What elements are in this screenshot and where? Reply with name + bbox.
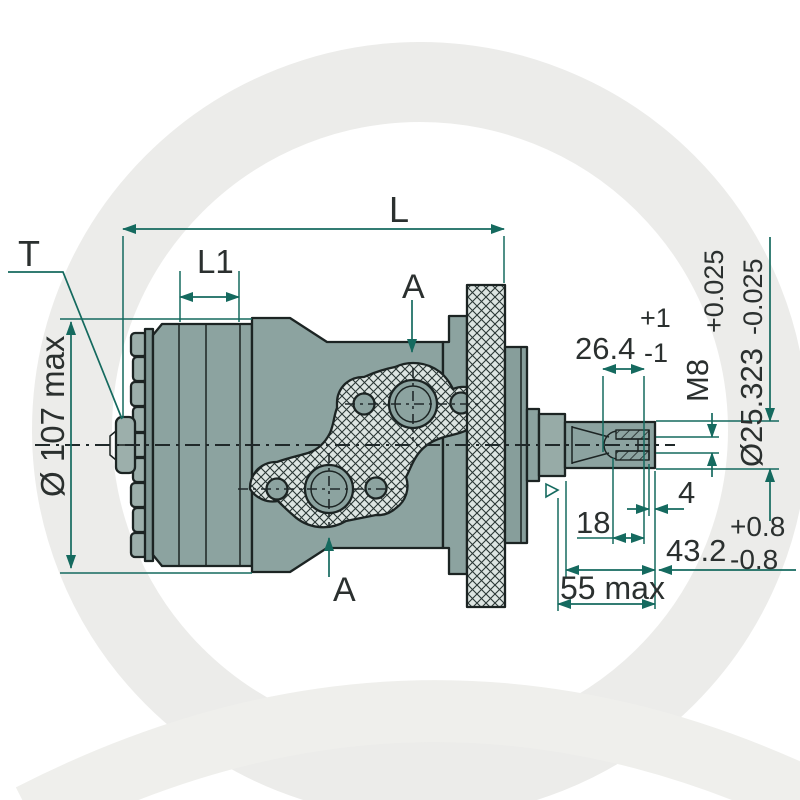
datum-triangle <box>545 482 560 499</box>
leader-T <box>8 271 123 420</box>
dim-tol-shaft-minus: -0.025 <box>738 258 768 335</box>
dim-label-M8: M8 <box>680 359 715 402</box>
dim-tol-shaft-plus: +0.025 <box>699 250 729 333</box>
centerlines <box>35 368 675 526</box>
dim-tol-43-2-minus: -0.8 <box>730 544 778 575</box>
dim-label-55: 55 max <box>560 570 665 606</box>
dimensions: L L1 T Ø 107 max A A 26.4 +1 -1 M8 <box>8 189 796 611</box>
dim-tol-26-4-plus: +1 <box>640 303 671 333</box>
dim-label-L1: L1 <box>197 243 234 280</box>
section-label-A-bottom: A <box>333 571 356 609</box>
dim-label-26-4: 26.4 <box>575 331 635 366</box>
dim-label-T: T <box>18 233 40 274</box>
dim-label-shaft-dia: Ø25.323 <box>734 348 769 467</box>
dim-label-L: L <box>389 189 409 230</box>
dim-label-18: 18 <box>576 505 610 540</box>
dim-tol-43-2-plus: +0.8 <box>730 511 785 542</box>
dim-label-4: 4 <box>678 475 695 510</box>
motor-body <box>109 283 657 609</box>
section-label-A-top: A <box>402 268 425 306</box>
dim-tol-26-4-minus: -1 <box>644 338 668 368</box>
drill-point <box>603 430 619 460</box>
dim-label-43-2: 43.2 <box>666 533 726 568</box>
dim-label-body-dia: Ø 107 max <box>34 335 71 497</box>
bolt-hole <box>364 476 388 500</box>
